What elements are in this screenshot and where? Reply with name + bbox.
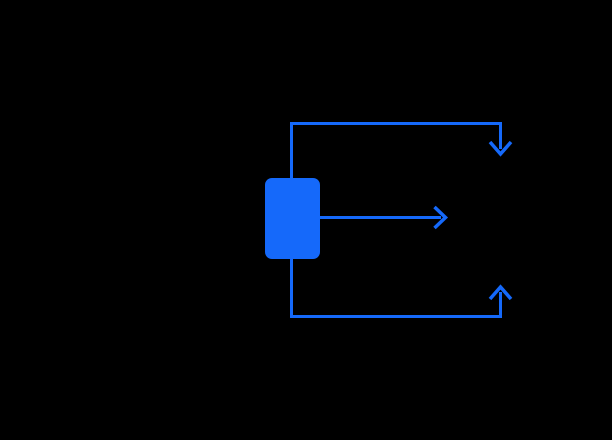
middle-connector[interactable] bbox=[320, 205, 449, 230]
bottom-connector-shaft[interactable] bbox=[290, 259, 502, 318]
top-connector-arrowhead-down-icon bbox=[488, 140, 513, 157]
bottom-connector-arrowhead-up-icon bbox=[488, 284, 513, 301]
top-connector-shaft[interactable] bbox=[290, 122, 502, 179]
middle-connector-arrowhead-right-icon bbox=[433, 205, 449, 230]
bottom-connector[interactable] bbox=[290, 259, 513, 318]
top-connector[interactable] bbox=[290, 122, 513, 179]
process-node[interactable] bbox=[265, 178, 320, 259]
